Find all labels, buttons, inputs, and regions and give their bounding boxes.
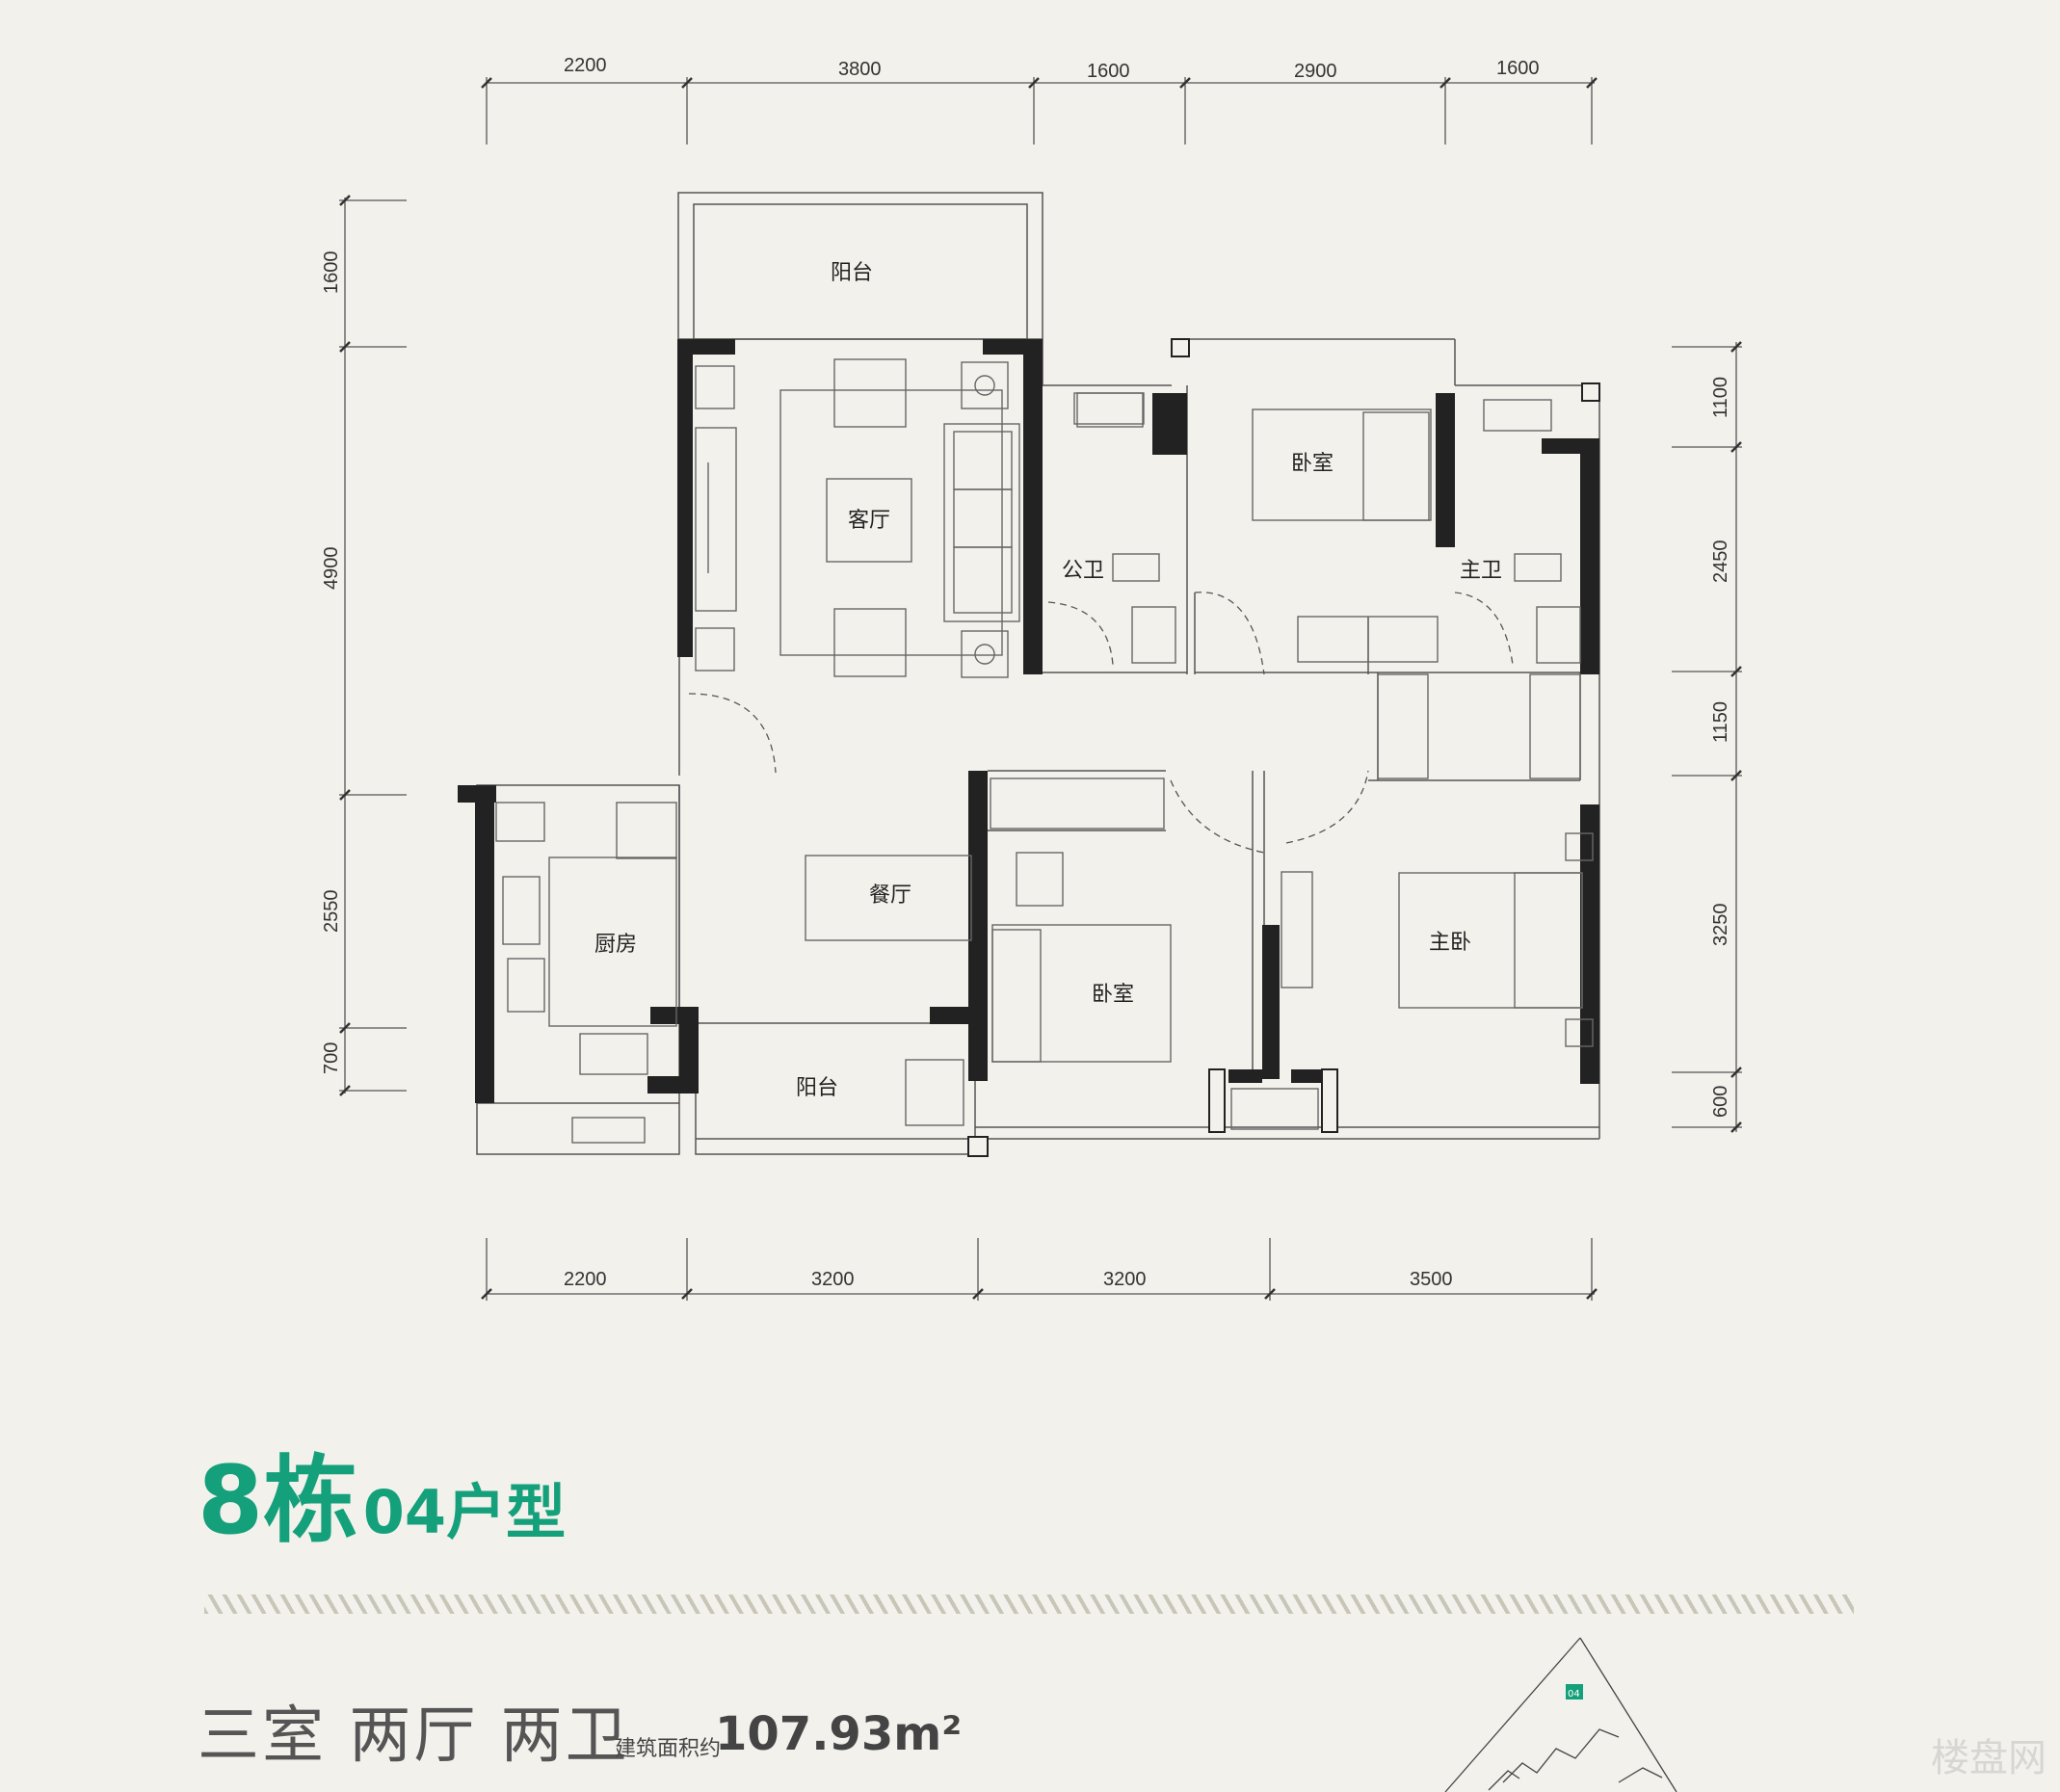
dim-top-1: 2200 (564, 55, 607, 76)
furniture (495, 358, 1594, 1144)
area-value: 107.93m² (715, 1707, 963, 1761)
dimension-labels-bottom: 2200 3200 3200 3500 (564, 1269, 1453, 1290)
dim-bottom-4: 3500 (1410, 1269, 1453, 1290)
room-balcony-top: 阳台 (831, 261, 873, 285)
room-kitchen: 厨房 (594, 933, 637, 957)
dim-bottom-1: 2200 (564, 1269, 607, 1290)
room-dining: 餐厅 (869, 883, 911, 908)
dimension-lines (339, 77, 1742, 1301)
area-label: 建筑面积约 (615, 1737, 722, 1761)
dim-left-4: 700 (321, 1042, 342, 1074)
dim-right-3: 1150 (1710, 701, 1731, 743)
room-living: 客厅 (848, 509, 890, 533)
unit-char: 户型 (446, 1477, 567, 1547)
building-char: 栋 (263, 1446, 358, 1556)
room-bedroom-2: 卧室 (1092, 983, 1134, 1007)
room-public-bath: 公卫 (1062, 559, 1104, 583)
dim-right-1: 1100 (1710, 377, 1731, 418)
dim-left-2: 4900 (321, 547, 342, 591)
dimension-labels-top: 2200 3800 1600 2900 1600 (564, 55, 1540, 82)
thick-walls (458, 339, 1599, 1103)
dim-top-5: 1600 (1496, 58, 1540, 79)
structure-columns (967, 338, 1600, 1157)
dimension-labels-right: 1100 2450 1150 3250 600 (1710, 377, 1731, 1118)
dim-top-3: 1600 (1087, 61, 1130, 82)
dim-top-2: 3800 (838, 59, 882, 80)
dim-right-2: 2450 (1710, 540, 1731, 584)
layout-description: 三室 两厅 两卫 (198, 1700, 630, 1772)
dimension-labels-left: 1600 4900 2550 700 (321, 251, 342, 1075)
doors (688, 592, 1514, 854)
building-number: 8 (198, 1446, 264, 1556)
dim-left-3: 2550 (321, 890, 342, 934)
dim-right-5: 600 (1710, 1086, 1731, 1118)
room-balcony-bottom: 阳台 (796, 1076, 838, 1100)
unit-number: 04 (362, 1477, 447, 1547)
room-bedroom-1: 卧室 (1291, 452, 1334, 476)
unit-title: 8栋 04户型 (198, 1424, 566, 1561)
dim-left-1: 1600 (321, 251, 342, 295)
dim-right-4: 3250 (1710, 904, 1731, 947)
room-master-bedroom: 主卧 (1429, 931, 1471, 955)
watermark: 楼盘网 (1931, 1736, 2047, 1780)
decorative-divider (204, 1594, 1854, 1614)
room-labels: 阳台 客厅 卧室 公卫 主卫 餐厅 厨房 卧室 主卧 阳台 (594, 261, 1502, 1100)
dim-bottom-3: 3200 (1103, 1269, 1147, 1290)
dim-bottom-2: 3200 (811, 1269, 855, 1290)
dim-top-4: 2900 (1294, 61, 1337, 82)
room-master-bath: 主卫 (1460, 559, 1502, 583)
dimension-ticks (339, 77, 1742, 1300)
